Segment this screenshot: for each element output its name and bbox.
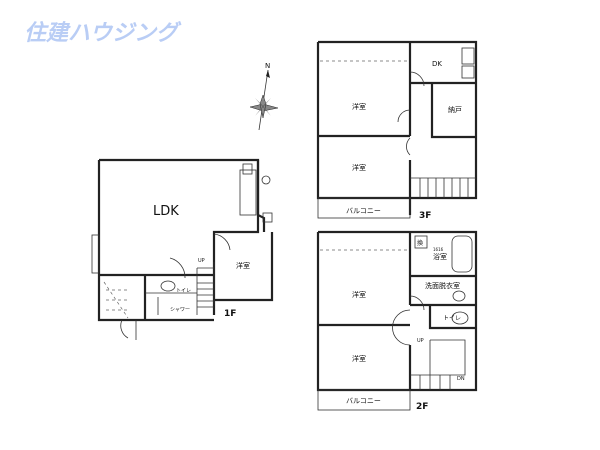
north-label: N — [265, 62, 270, 70]
room-storage-label: 納戸 — [448, 105, 462, 114]
room-western-1f-label: 洋室 — [236, 261, 250, 270]
toilet-2f-label: トイレ — [443, 315, 461, 322]
room-dk-label: DK — [432, 60, 442, 68]
balcony-2f-label: バルコニー — [346, 397, 381, 405]
stair-up-2f-label: UP — [417, 338, 424, 344]
stair-up-1f-label: UP — [198, 258, 205, 264]
balcony-3f-label: バルコニー — [346, 207, 381, 215]
floor-1f-label: 1F — [224, 309, 236, 319]
vent-label: 換 — [417, 239, 423, 247]
floor-3f: 洋室 洋室 DK 納戸 バルコニー 3F — [316, 40, 478, 221]
room-ldk-label: LDK — [153, 204, 179, 219]
shower-1f-label: シャワー — [170, 307, 190, 313]
floor-2f-label: 2F — [416, 402, 428, 412]
room-washroom-label: 洗面脱衣室 — [425, 281, 460, 290]
room-bath-label: 浴室 — [433, 252, 447, 261]
compass-rose-icon: N — [249, 62, 279, 131]
floor-1f: LDK 洋室 トイレ シャワー UP 1F — [91, 158, 274, 340]
floor-3f-label: 3F — [419, 211, 431, 221]
toilet-1f-label: トイレ — [176, 288, 191, 294]
room-western-2f-top-label: 洋室 — [352, 290, 366, 299]
room-western-2f-bottom-label: 洋室 — [352, 354, 366, 363]
room-western-3f-top-label: 洋室 — [352, 102, 366, 111]
company-logo: 住建ハウジング — [24, 20, 182, 46]
floor-2f: 洋室 洋室 換 1616 浴室 洗面脱衣室 トイレ UP DN バルコニー 2F — [316, 230, 478, 412]
bath-size-label: 1616 — [433, 247, 444, 252]
room-western-3f-bottom-label: 洋室 — [352, 163, 366, 172]
stair-down-2f-label: DN — [457, 376, 465, 382]
